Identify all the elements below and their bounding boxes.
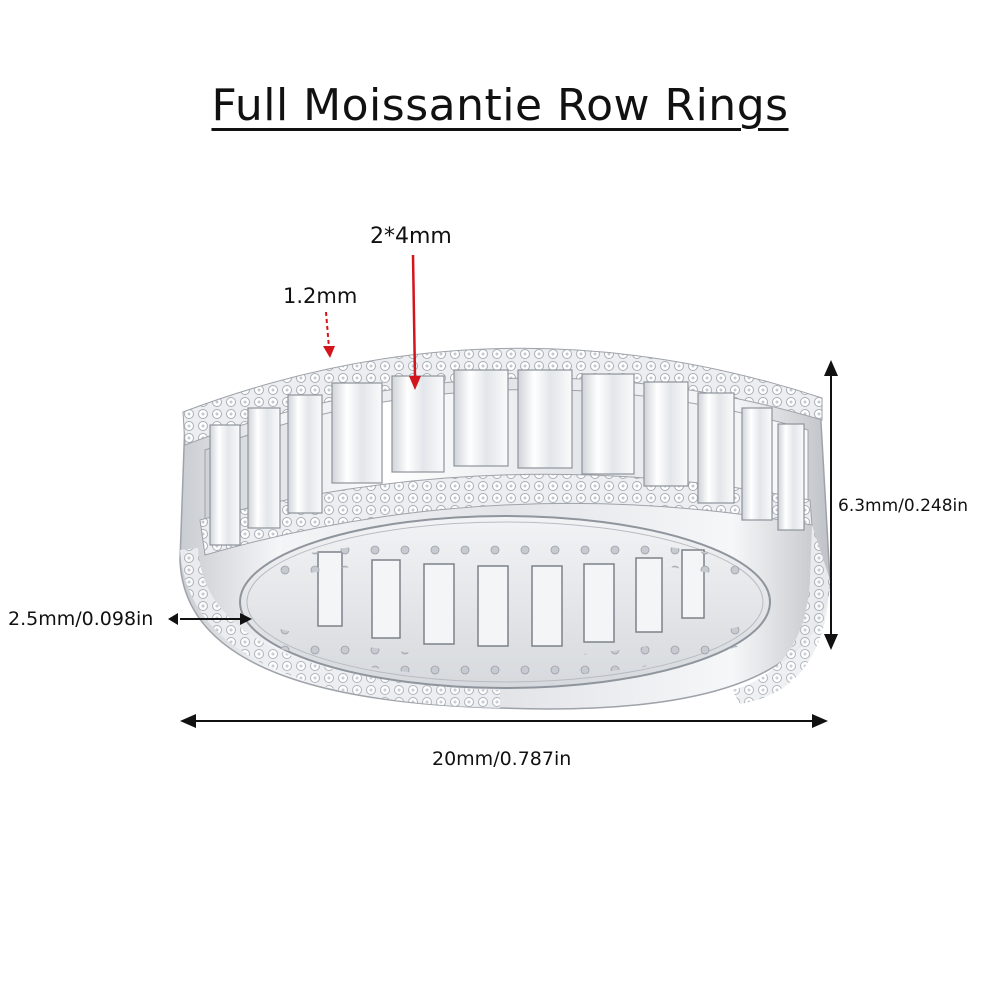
side-stone-size-label: 1.2mm (283, 284, 358, 308)
width-label: 20mm/0.787in (432, 748, 572, 770)
height-dimension-line (824, 360, 838, 650)
side-stone-pointer (323, 311, 335, 358)
inner-hole-rows (265, 536, 745, 678)
page-title: Full Moissantie Row Rings (211, 80, 789, 131)
center-stone-pointer (409, 254, 421, 390)
baguette-stones-outer (209, 369, 805, 546)
band-thickness-label: 2.5mm/0.098in (8, 608, 154, 630)
width-dimension-line (180, 714, 828, 728)
center-stone-size-label: 2*4mm (370, 224, 452, 249)
height-label: 6.3mm/0.248in (838, 496, 969, 516)
baguette-stones-inner (317, 549, 705, 647)
thickness-dimension-line (168, 613, 252, 625)
